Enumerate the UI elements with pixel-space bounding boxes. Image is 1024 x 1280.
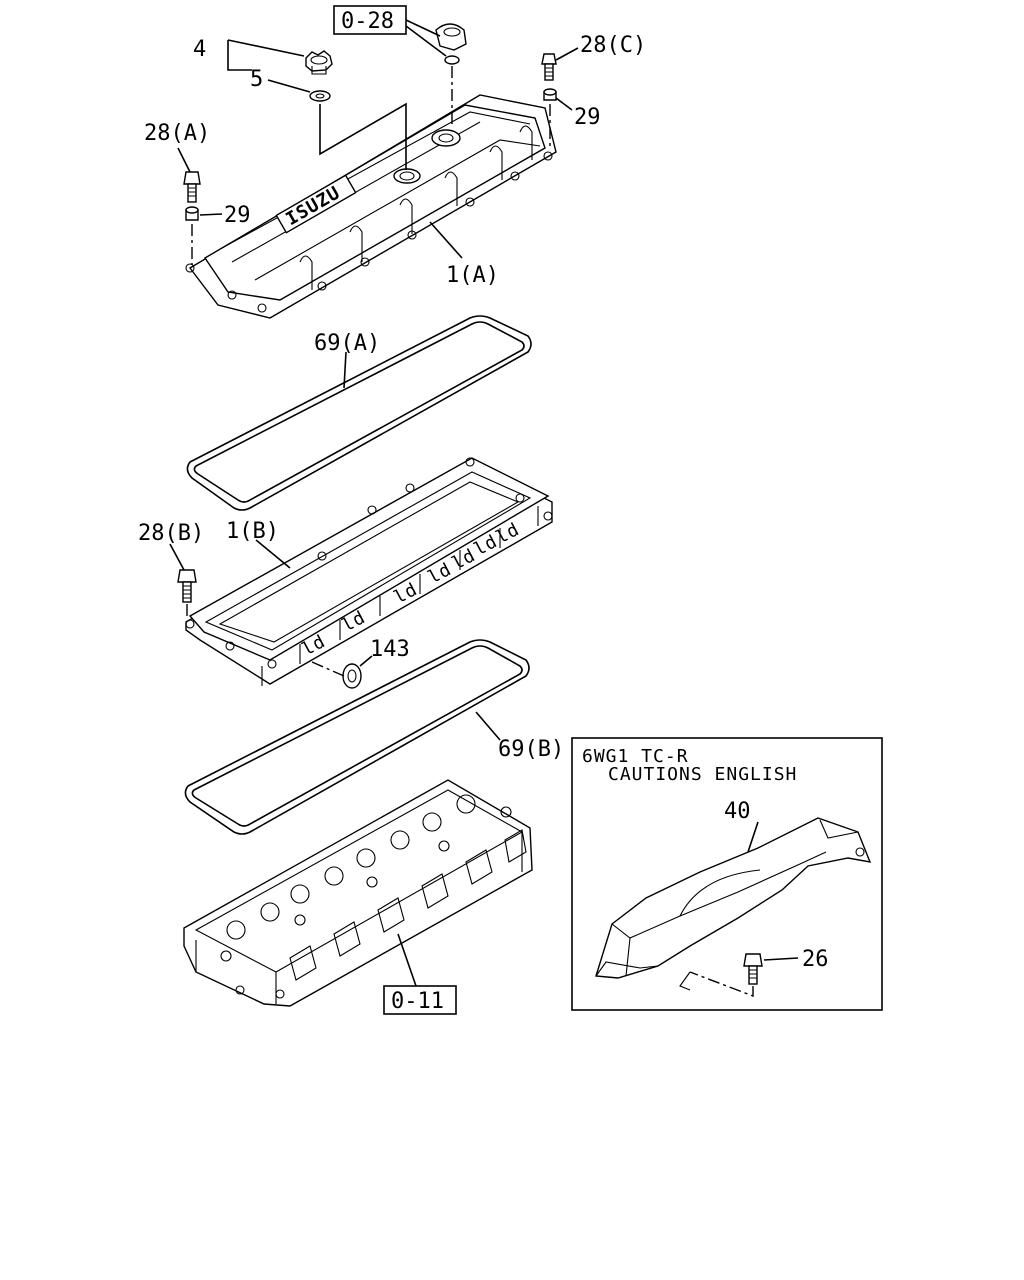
cylinder-head bbox=[183, 779, 533, 1007]
callout-29-right: 29 bbox=[574, 105, 601, 130]
gasket-69a bbox=[186, 315, 532, 511]
inset-panel: 6WG1 TC-R CAUTIONS ENGLISH 40 26 bbox=[571, 737, 883, 1011]
callout-28b: 28(B) bbox=[138, 521, 204, 546]
heat-shield-40 bbox=[595, 817, 872, 979]
callout-26: 26 bbox=[802, 947, 829, 972]
oil-filler-cap bbox=[305, 50, 333, 75]
bolt-28a bbox=[183, 171, 201, 203]
callout-29-left: 29 bbox=[224, 203, 251, 228]
callout-69a: 69(A) bbox=[314, 331, 380, 356]
rocker-housing: ld ld ld ld ld ld ld bbox=[185, 457, 553, 686]
breather-fitting bbox=[435, 23, 467, 65]
filler-cap-seal bbox=[309, 90, 331, 102]
inset-subtitle: CAUTIONS ENGLISH bbox=[608, 764, 797, 785]
washer-29-right bbox=[543, 88, 557, 101]
ref-0-11-label: 0-11 bbox=[391, 989, 444, 1014]
inset-title: 6WG1 TC-R bbox=[582, 746, 689, 767]
callout-28a: 28(A) bbox=[144, 121, 210, 146]
cylinder-head-cover: ISUZU bbox=[185, 94, 557, 319]
callout-1b: 1(B) bbox=[226, 519, 279, 544]
ref-0-28-label: 0-28 bbox=[341, 9, 394, 34]
bolt-26 bbox=[743, 953, 763, 985]
gasket-69b bbox=[184, 639, 530, 835]
callout-69b: 69(B) bbox=[498, 737, 564, 762]
ref-box-0-28: 0-28 bbox=[333, 5, 407, 35]
seal-143 bbox=[342, 663, 362, 689]
bolt-28b bbox=[177, 569, 197, 603]
callout-28c: 28(C) bbox=[580, 33, 646, 58]
callout-4: 4 bbox=[193, 37, 206, 62]
bolt-28c bbox=[541, 53, 557, 81]
callout-5: 5 bbox=[250, 67, 263, 92]
ref-box-0-11: 0-11 bbox=[383, 985, 457, 1015]
callout-143: 143 bbox=[370, 637, 410, 662]
callout-40: 40 bbox=[724, 799, 751, 824]
washer-29-left bbox=[185, 206, 199, 221]
callout-1a: 1(A) bbox=[446, 263, 499, 288]
